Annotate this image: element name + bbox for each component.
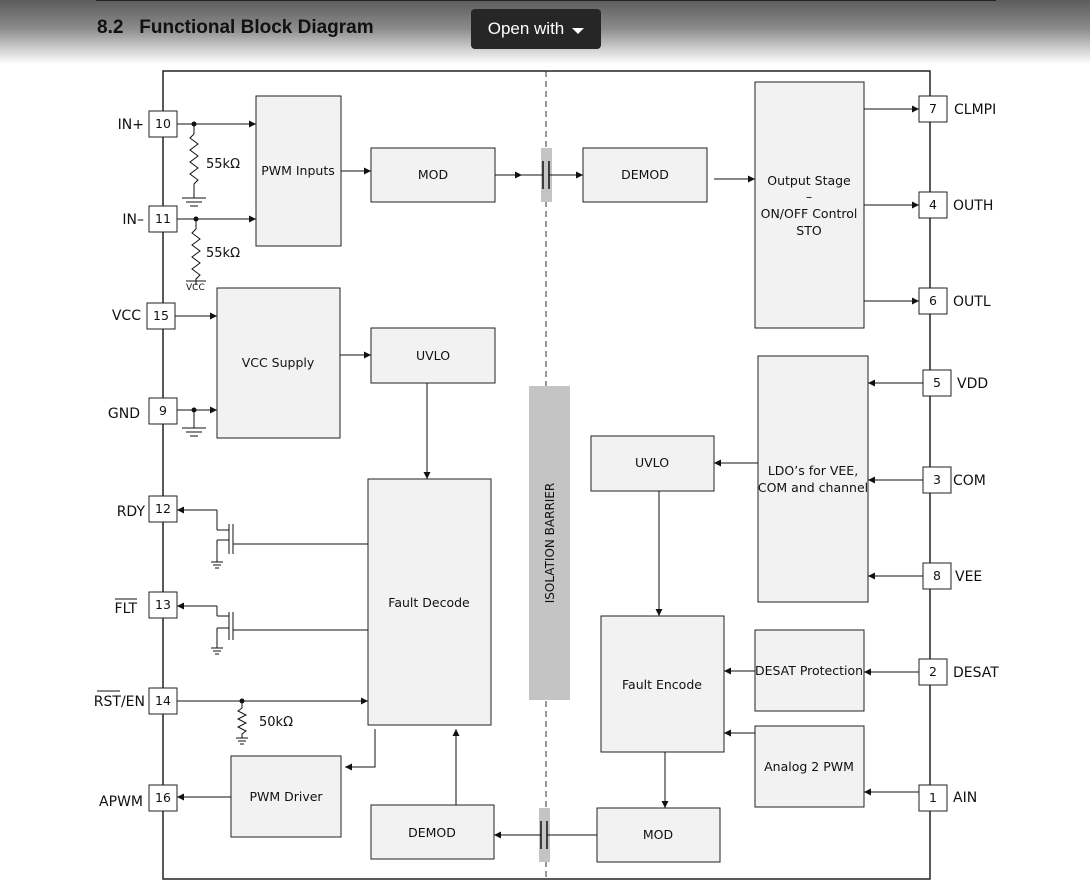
pin-number: 4 <box>929 197 937 212</box>
pin-number: 10 <box>155 116 171 131</box>
ldo-label-1: LDO’s for VEE, <box>768 463 858 478</box>
resistor-in-minus-label: 55kΩ <box>206 246 240 261</box>
pin-number: 11 <box>155 211 171 226</box>
pin-label: OUTH <box>953 198 993 214</box>
pin-label: VDD <box>957 376 988 392</box>
pin-vcc: 15 VCC <box>112 302 176 330</box>
pin-label: VCC <box>112 308 141 324</box>
fault-encode-label: Fault Encode <box>622 677 702 692</box>
pin-ain: 1 AIN <box>918 784 977 812</box>
pin-label: VEE <box>955 569 982 585</box>
pin-number: 2 <box>929 664 937 679</box>
output-stage-label-3: ON/OFF Control <box>761 206 858 221</box>
chevron-down-icon <box>572 27 585 34</box>
isolation-barrier-bar <box>529 386 570 700</box>
pin-number: 12 <box>155 501 171 516</box>
open-with-label: Open with <box>487 19 565 38</box>
analog-pwm-block <box>754 725 865 808</box>
pin-number: 16 <box>155 790 171 805</box>
pin-label: COM <box>953 473 986 489</box>
signal-wires <box>175 105 923 839</box>
uvlo-right-block <box>590 435 715 492</box>
uvlo-right-label: UVLO <box>635 455 669 470</box>
pin-number: 14 <box>155 693 171 708</box>
pin-flt: 13 FLT <box>115 591 178 619</box>
pin-label: APWM <box>99 794 143 810</box>
pwm-inputs-label: PWM Inputs <box>261 163 335 178</box>
pin-outh: 4 OUTH <box>918 191 993 219</box>
pin-in-plus: 10 IN+ <box>118 110 178 138</box>
isolation-barrier-label: ISOLATION BARRIER <box>543 483 557 604</box>
output-stage-block <box>754 81 865 329</box>
section-number: 8.2 <box>97 17 124 38</box>
output-stage-label-2: – <box>806 189 812 204</box>
resistor-rst-label: 50kΩ <box>259 715 293 730</box>
vcc-tag-label: VCC <box>186 283 205 293</box>
vcc-supply-block <box>216 287 341 439</box>
open-with-button[interactable]: Open with <box>471 9 601 49</box>
mod-bottom-label: MOD <box>643 827 673 842</box>
uvlo-left-label: UVLO <box>416 348 450 363</box>
pin-number: 6 <box>929 293 937 308</box>
pin-label: DESAT <box>953 665 999 681</box>
demod-top-label: DEMOD <box>621 167 669 182</box>
pin-label: IN– <box>122 212 144 228</box>
pin-number: 1 <box>929 790 937 805</box>
mod-top-label: MOD <box>418 167 448 182</box>
pin-vdd: 5 VDD <box>922 369 988 397</box>
ldo-label-2: COM and channel <box>758 480 868 495</box>
pin-number: 9 <box>159 403 167 418</box>
pin-number: 3 <box>933 472 941 487</box>
pin-com: 3 COM <box>922 466 986 494</box>
pin-label: IN+ <box>118 117 144 133</box>
resistor-in-plus-label: 55kΩ <box>206 157 240 172</box>
section-title-text: Functional Block Diagram <box>139 17 374 38</box>
pin-label: RST/EN <box>94 694 145 710</box>
uvlo-left-block <box>370 327 496 384</box>
fault-decode-label: Fault Decode <box>388 595 470 610</box>
pwm-driver-label: PWM Driver <box>249 789 323 804</box>
pin-number: 13 <box>155 597 171 612</box>
pin-label: OUTL <box>953 294 991 310</box>
desat-protection-label: DESAT Protection <box>755 663 863 678</box>
pin-rst-en: 14 RST/EN <box>94 687 178 715</box>
desat-protection-block <box>754 629 865 712</box>
pin-number: 8 <box>933 568 941 583</box>
pin-apwm: 16 APWM <box>99 784 178 812</box>
pin-desat: 2 DESAT <box>918 658 999 686</box>
output-stage-label-1: Output Stage <box>767 173 851 188</box>
pwm-driver-block <box>230 755 342 838</box>
pin-clmpi: 7 CLMPI <box>918 95 996 123</box>
pin-label: CLMPI <box>954 102 996 118</box>
pin-number: 7 <box>929 101 937 116</box>
pin-rdy: 12 RDY <box>117 495 178 523</box>
pin-in-minus: 11 IN– <box>122 205 178 233</box>
pin-number: 5 <box>933 375 941 390</box>
fault-encode-block <box>600 615 725 753</box>
ldo-block <box>757 355 869 603</box>
analog-pwm-label: Analog 2 PWM <box>764 759 854 774</box>
pwm-inputs-block <box>255 95 342 247</box>
pin-label: FLT <box>115 601 138 617</box>
mod-top-block <box>370 147 496 203</box>
pin-label: AIN <box>953 790 977 806</box>
pin-outl: 6 OUTL <box>918 287 991 315</box>
pin-gnd: 9 GND <box>108 397 178 425</box>
pin-label: RDY <box>117 504 146 520</box>
fault-decode-block <box>367 478 492 726</box>
demod-bottom-label: DEMOD <box>408 825 456 840</box>
pin-vee: 8 VEE <box>922 562 982 590</box>
pin-label: GND <box>108 406 140 422</box>
vcc-supply-label: VCC Supply <box>242 355 315 370</box>
section-title: 8.2 Functional Block Diagram <box>97 17 374 39</box>
output-stage-label-4: STO <box>796 223 822 238</box>
pin-number: 15 <box>153 308 169 323</box>
page-top-rule <box>96 0 996 1</box>
mod-bottom-block <box>596 807 721 863</box>
